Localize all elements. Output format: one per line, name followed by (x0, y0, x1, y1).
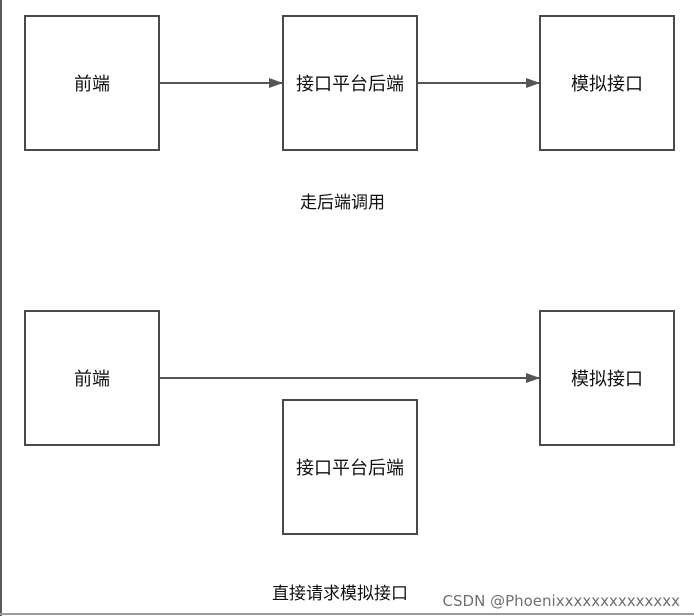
bottom-caption: 直接请求模拟接口 (272, 584, 408, 604)
bottom-edge-line (0, 613, 694, 615)
top-frontend-label: 前端 (74, 74, 110, 95)
bottom-mock-api-label: 模拟接口 (571, 369, 643, 390)
top-mock-api-box: 模拟接口 (539, 15, 675, 151)
csdn-watermark: CSDN @Phoenixxxxxxxxxxxxxx (442, 592, 680, 610)
bottom-platform-backend-box: 接口平台后端 (282, 399, 418, 535)
top-caption: 走后端调用 (300, 193, 385, 213)
left-edge-line (0, 0, 2, 616)
top-frontend-box: 前端 (24, 15, 160, 151)
top-platform-backend-label: 接口平台后端 (296, 74, 404, 95)
top-mock-api-label: 模拟接口 (571, 74, 643, 95)
bottom-frontend-box: 前端 (24, 310, 160, 446)
bottom-frontend-label: 前端 (74, 369, 110, 390)
bottom-platform-backend-label: 接口平台后端 (296, 458, 404, 479)
top-platform-backend-box: 接口平台后端 (282, 15, 418, 151)
bottom-mock-api-box: 模拟接口 (539, 310, 675, 446)
